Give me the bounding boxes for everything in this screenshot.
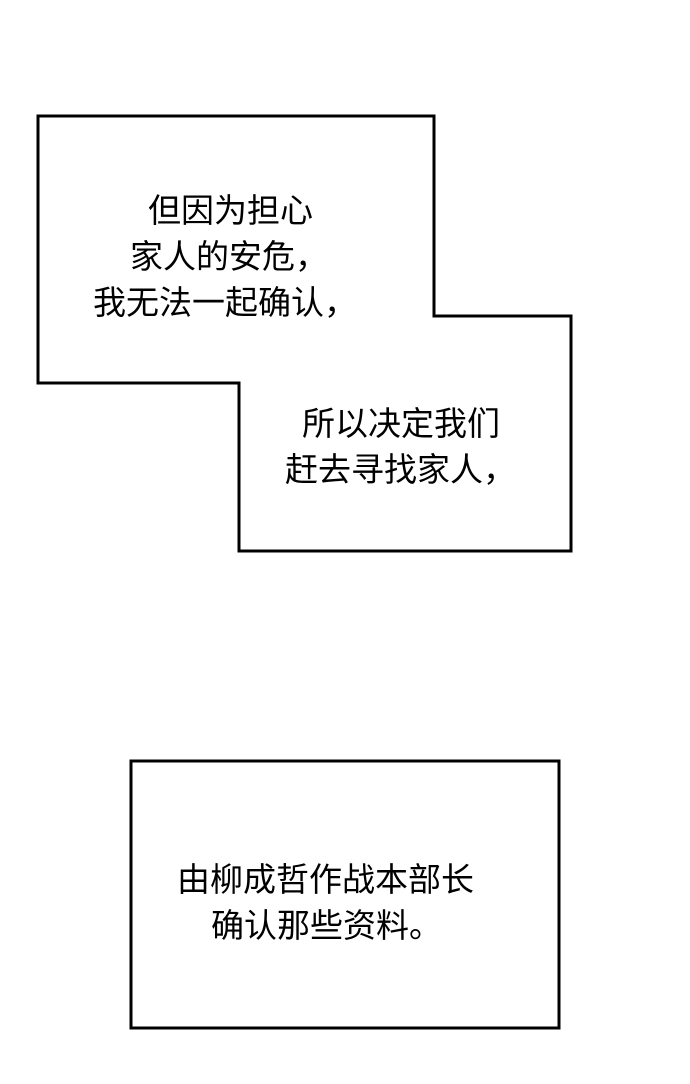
narration-line: 由柳成哲作战本部长 [177,860,474,899]
narration-line: 但因为担心 [148,191,313,230]
narration-line: 我无法一起确认， [93,283,357,322]
narration-box-lower [129,759,561,1030]
narration-line: 赶去寻找家人， [285,450,516,489]
narration-box-upper [36,114,573,553]
narration-line: 确认那些资料。 [211,906,442,945]
narration-line: 所以决定我们 [302,404,500,443]
narration-line: 家人的安危， [130,237,328,276]
